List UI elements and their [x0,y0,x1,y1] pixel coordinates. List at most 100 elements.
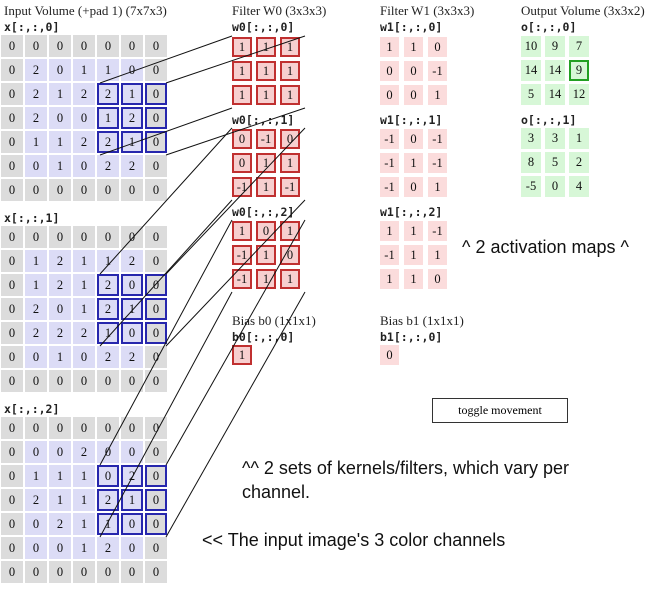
w1-cell: 1 [380,37,399,57]
input-cell: 0 [73,346,95,368]
input-cell: 1 [49,346,71,368]
input-cell: 0 [97,561,119,583]
output-cell: 14 [521,60,541,81]
input-cell: 1 [121,298,143,320]
w1-cell: -1 [428,61,447,81]
input-cell: 0 [1,274,23,296]
output-cell: 14 [545,60,565,81]
w1-cell: 1 [404,37,423,57]
w1-cell: -1 [380,245,399,265]
w1-cell: 0 [404,129,423,149]
input-cell: 2 [121,465,143,487]
receptive-field-highlight [121,513,143,535]
w1-cell: 0 [380,85,399,105]
w1-slice-label-2: w1[:,:,2] [380,205,443,219]
w1-cell: 1 [380,221,399,241]
input-cell: 2 [97,489,119,511]
input-cell: 0 [25,537,47,559]
activation-maps-annotation: ^ 2 activation maps ^ [462,237,629,257]
w1-cell: 1 [428,85,447,105]
input-cell: 0 [145,179,167,201]
input-cell: 2 [121,155,143,177]
w1-cell: 1 [404,269,423,289]
input-slice-label-1: x[:,:,1] [4,211,60,225]
channels-annotation: << The input image's 3 color channels [202,530,506,550]
input-cell: 0 [1,346,23,368]
input-cell: 2 [97,83,119,105]
input-cell: 1 [73,298,95,320]
w1-cell: -1 [428,221,447,241]
output-highlight [569,60,589,81]
input-cell: 0 [49,370,71,392]
w1-cell: -1 [380,129,399,149]
w0-cell: 0 [232,153,252,173]
output-cell: 0 [545,176,565,197]
bias-b0-title: Bias b0 (1x1x1) [232,313,316,328]
receptive-field-highlight [97,107,119,129]
input-cell: 0 [49,298,71,320]
receptive-field-highlight [121,322,143,344]
input-cell: 1 [25,465,47,487]
input-cell: 0 [145,537,167,559]
input-cell: 0 [1,513,23,535]
input-cell: 2 [97,346,119,368]
w1-slice-label-1: w1[:,:,1] [380,113,443,127]
input-cell: 0 [49,226,71,248]
w1-cell: 1 [404,245,423,265]
input-cell: 0 [49,561,71,583]
input-cell: 0 [121,513,143,535]
input-cell: 0 [49,537,71,559]
input-cell: 0 [145,107,167,129]
w1-cell: 1 [380,269,399,289]
input-cell: 0 [121,537,143,559]
input-cell: 0 [25,513,47,535]
toggle-movement-button[interactable]: toggle movement [432,398,568,423]
receptive-field-highlight [97,513,119,535]
input-cell: 0 [1,83,23,105]
receptive-field-highlight [145,465,167,487]
receptive-field-highlight [121,83,143,105]
input-cell: 0 [49,59,71,81]
output-cell: -5 [521,176,541,197]
w0-slice-label-0: w0[:,:,0] [232,20,295,34]
input-cell: 1 [73,537,95,559]
w1-cell: 0 [404,177,423,197]
input-cell: 0 [1,107,23,129]
output-cell: 8 [521,152,541,173]
input-cell: 0 [1,441,23,463]
input-cell: 0 [73,35,95,57]
input-cell: 0 [49,417,71,439]
receptive-field-highlight [121,274,143,296]
input-cell: 2 [97,131,119,153]
input-cell: 0 [25,441,47,463]
input-cell: 0 [145,83,167,105]
w1-cell: -1 [428,153,447,173]
input-cell: 0 [145,489,167,511]
receptive-field-highlight [145,83,167,105]
input-cell: 0 [121,35,143,57]
output-cell: 2 [569,152,589,173]
input-cell: 0 [1,298,23,320]
input-cell: 1 [49,489,71,511]
input-cell: 1 [25,274,47,296]
input-slice-label-0: x[:,:,0] [4,20,60,34]
input-cell: 0 [97,226,119,248]
input-cell: 2 [121,250,143,272]
input-cell: 2 [121,107,143,129]
input-cell: 0 [25,370,47,392]
input-cell: 1 [121,83,143,105]
input-cell: 2 [49,322,71,344]
input-cell: 0 [73,370,95,392]
input-cell: 1 [121,131,143,153]
input-cell: 0 [25,346,47,368]
input-cell: 0 [145,155,167,177]
input-cell: 0 [145,226,167,248]
input-cell: 0 [49,107,71,129]
input-cell: 2 [25,322,47,344]
w0-cell: 1 [256,153,276,173]
input-cell: 0 [49,441,71,463]
input-cell: 0 [121,59,143,81]
output-volume-title: Output Volume (3x3x2) [521,3,645,18]
input-cell: 0 [145,298,167,320]
input-cell: 1 [97,322,119,344]
